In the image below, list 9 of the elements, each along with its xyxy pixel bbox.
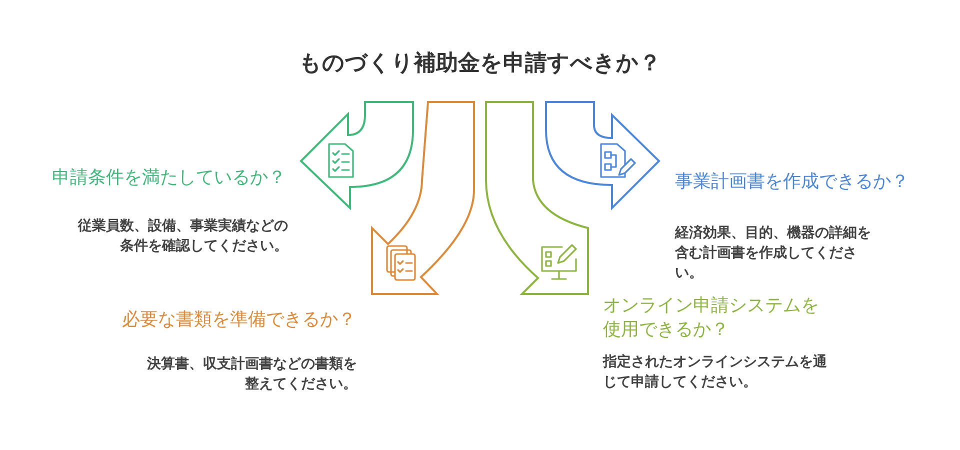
heading: 必要な書類を準備できるか？ xyxy=(122,308,356,332)
description: 経済効果、目的、機器の詳細を含む計画書を作成してください。 xyxy=(675,224,872,283)
description: 指定されたオンラインシステムを通じて申請してください。 xyxy=(603,352,828,392)
title: ものづくり補助金を申請すべきか？ xyxy=(298,50,662,78)
description: 決算書、収支計画書などの書類を整えてください。 xyxy=(146,355,357,394)
heading: 事業計画書を作成できるか？ xyxy=(675,170,909,194)
description: 従業員数、設備、事業実績などの条件を確認してください。 xyxy=(76,217,288,256)
heading: 申請条件を満たしているか？ xyxy=(52,166,286,190)
heading: オンライン申請システムを使用できるか？ xyxy=(603,294,820,342)
